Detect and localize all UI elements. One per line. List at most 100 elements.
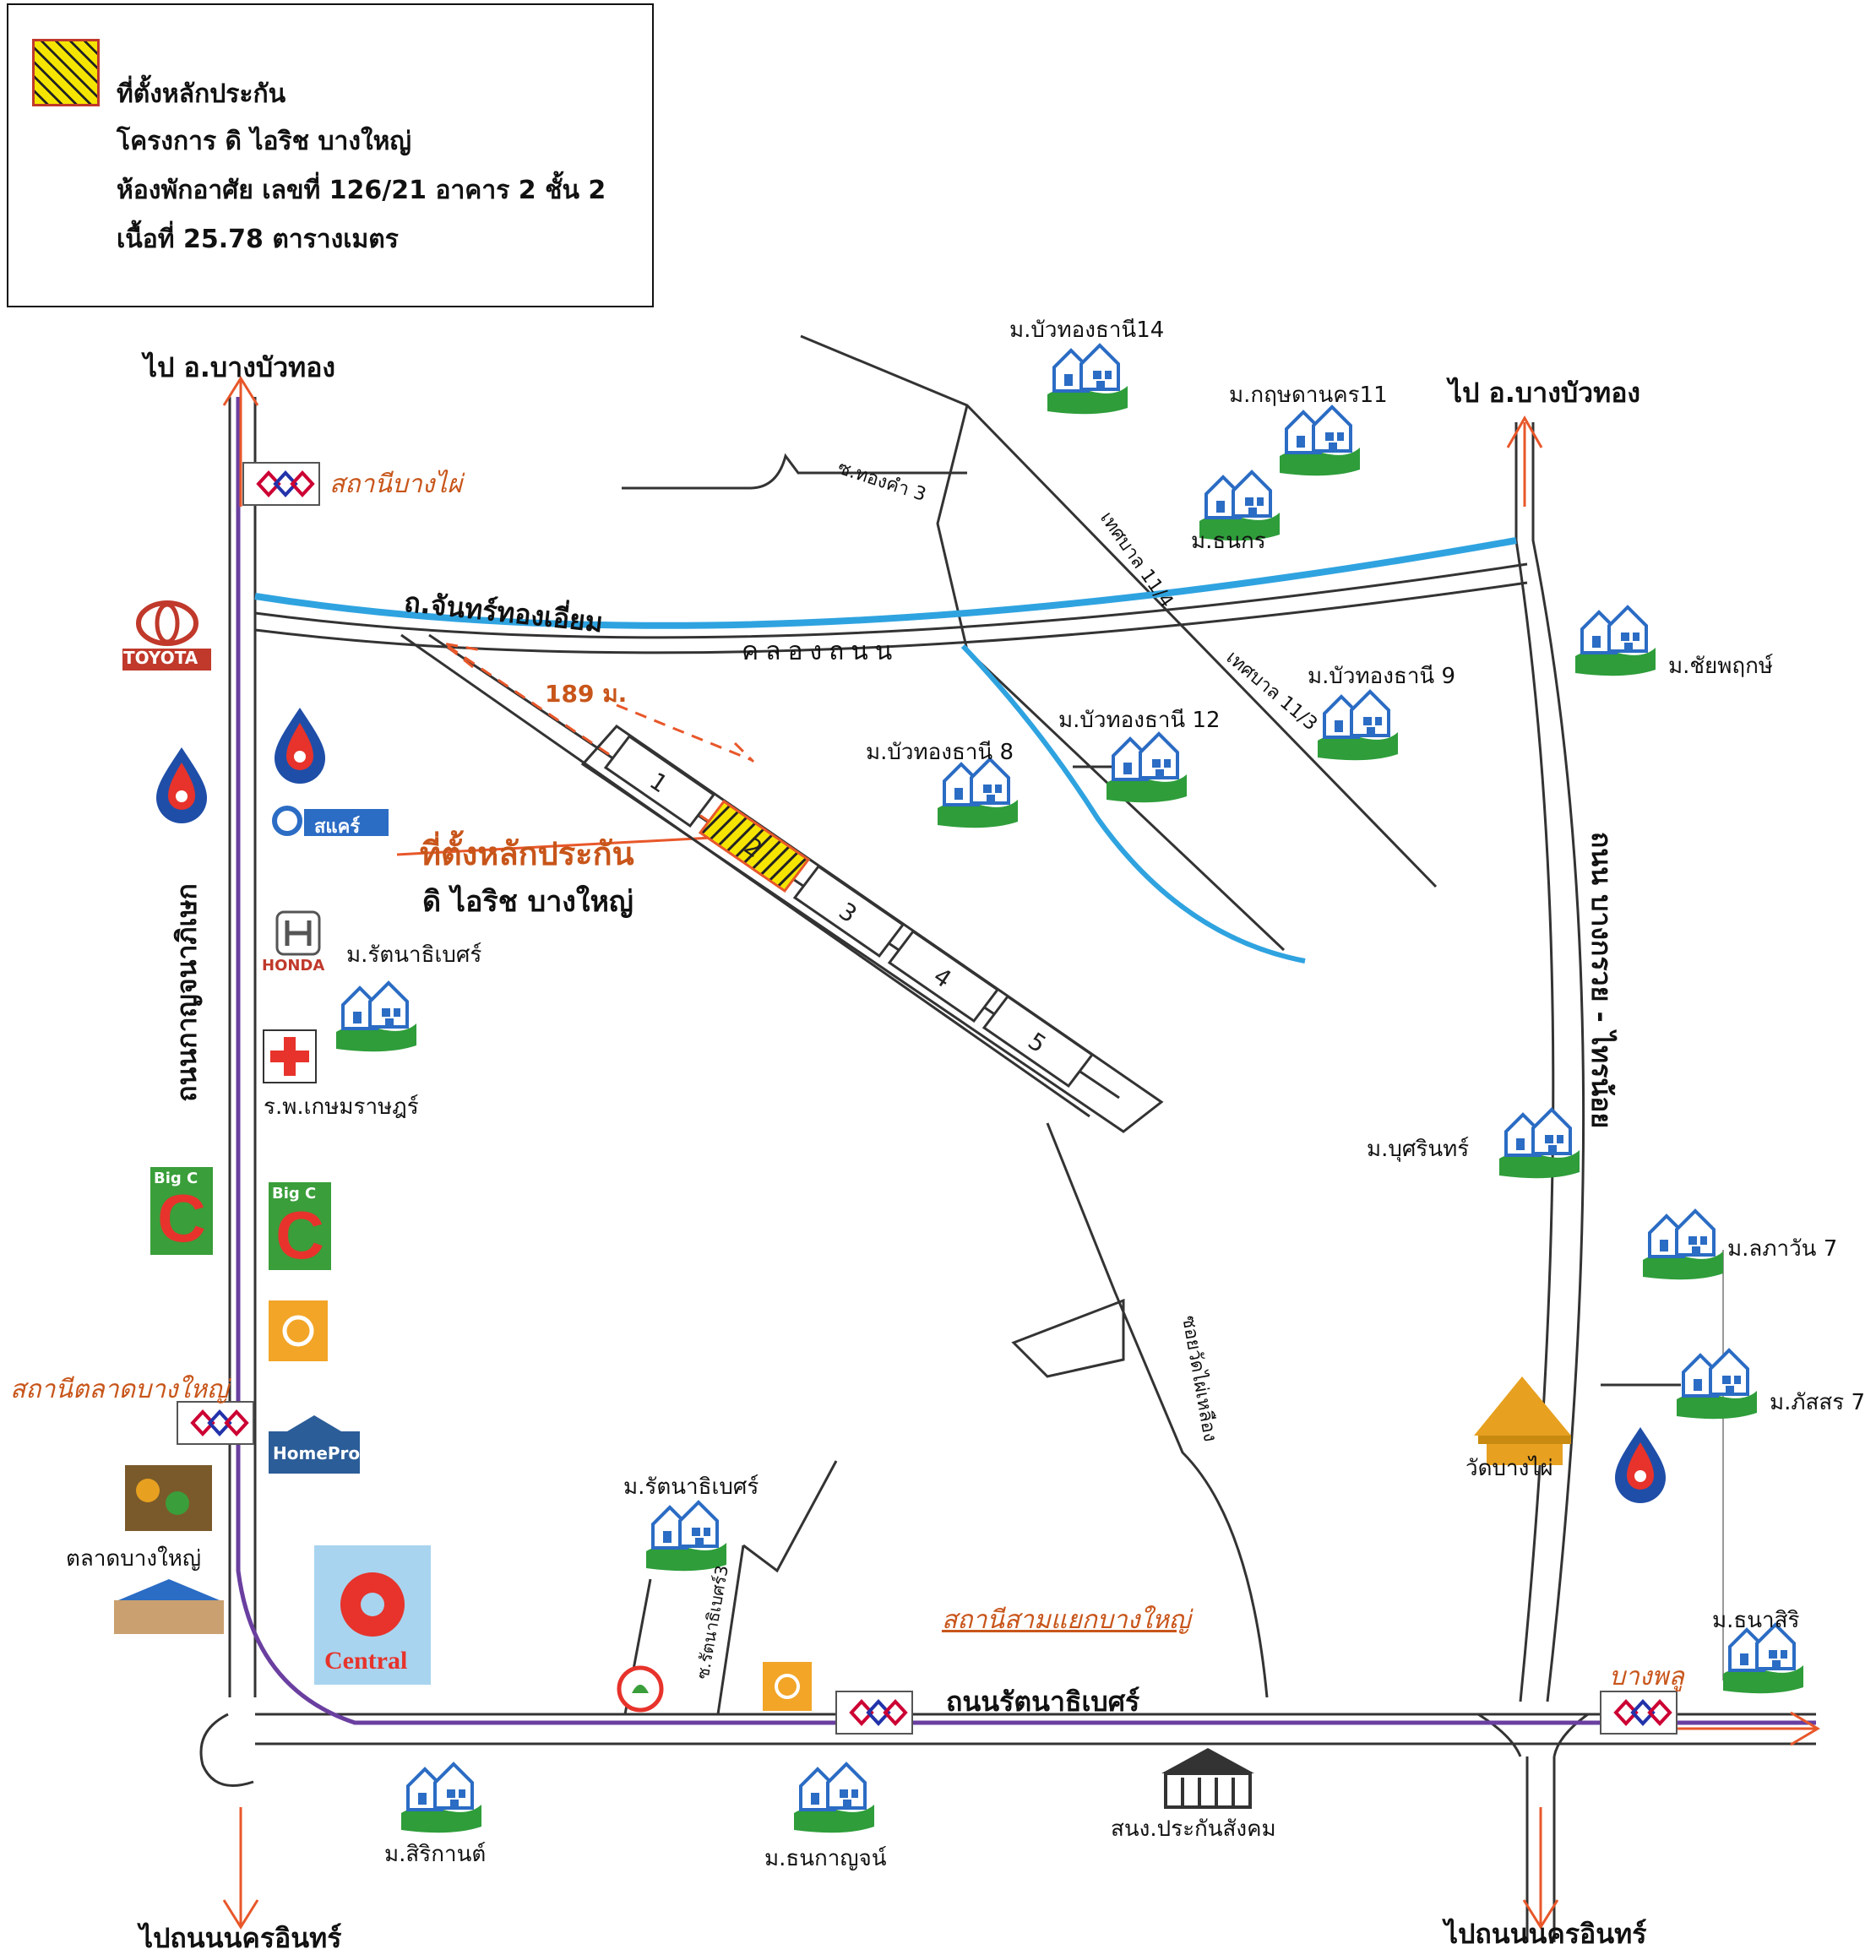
direction-bottom-left: ไปถนนนครอินทร์ [139, 1922, 342, 1954]
homepro-text: HomePro [273, 1443, 361, 1463]
leocare-logo [272, 806, 389, 836]
honda-logo [275, 910, 321, 956]
toyota-text: TOYOTA [123, 648, 198, 668]
legend-area: เนื้อที่ 25.78 ตารางเมตร [117, 225, 399, 254]
house-icon-phatsorn [1675, 1349, 1759, 1421]
svg-text:C: C [157, 1181, 206, 1256]
building-block-2 [698, 799, 811, 893]
station-bang-phlu-label: บางพลู [1609, 1662, 1684, 1691]
canal-branch [960, 643, 1306, 964]
place-rattanathibet-a: ม.รัตนาธิเบศร์ [346, 942, 482, 968]
direction-top-right: ไป อ.บางบัวทอง [1449, 377, 1641, 409]
house-icon-rattanathibet-b [644, 1501, 728, 1573]
legend-box: ที่ตั้งหลักประกัน โครงการ ดิ ไอริช บางให… [7, 3, 654, 307]
building-block-5 [982, 994, 1095, 1089]
place-sirikan: ม.สิริกานต์ [384, 1842, 487, 1867]
house-icon-buathong14 [1046, 344, 1129, 416]
place-wat-bang-phai: วัดบางไผ่ [1465, 1456, 1553, 1481]
canal [254, 537, 1517, 629]
place-buathong9: ม.บัวทองธานี 9 [1308, 664, 1456, 689]
station-sam-yaek-icon [835, 1690, 914, 1735]
legend-unit: ห้องพักอาศัย เลขที่ 126/21 อาคาร 2 ชั้น … [117, 176, 606, 205]
leocare-text: สแคร์ [314, 817, 361, 838]
svg-text:C: C [275, 1197, 324, 1273]
toyota-logo [122, 600, 211, 671]
arrow-north-left [222, 376, 259, 507]
place-chaiyaphruek: ม.ชัยพฤกษ์ [1668, 654, 1774, 679]
house-icon-thanakan [792, 1762, 876, 1835]
krungsri-logo-2 [763, 1662, 812, 1711]
homepro-logo [269, 1415, 360, 1474]
road-kanchanaphisek-label: ถนนกาญจนาภิเษก [170, 883, 203, 1102]
honda-text: HONDA [262, 957, 325, 975]
place-buathong12: ม.บัวทองธานี 12 [1058, 708, 1221, 733]
kasikorn-logo [617, 1665, 664, 1713]
site-project-label: ดิ ไอริช บางใหญ่ [422, 885, 633, 919]
krungsri-logo-1 [269, 1300, 328, 1361]
place-phatsorn: ม.ภัสสร 7 [1770, 1390, 1866, 1415]
place-buathong8: ม.บัวทองธานี 8 [866, 740, 1014, 765]
hospital-icon [263, 1029, 317, 1083]
road-bangkruai-label: ถนน บางกรวย - ไทรน้อย [1585, 831, 1618, 1129]
place-kritsada11: ม.กฤษดานคร11 [1229, 383, 1388, 408]
building-block-3 [792, 864, 905, 958]
place-thanasiri: ม.ธนาสิริ [1712, 1608, 1800, 1633]
road-rattanathibet-label: ถนนรัตนาธิเบศร์ [946, 1686, 1140, 1718]
house-icon-buathong8 [936, 757, 1020, 830]
station-talad-bang-yai-label: สถานีตลาดบางใหญ่ [10, 1375, 229, 1404]
place-thanakan: ม.ธนกาญจน์ [764, 1846, 887, 1871]
legend-title: ที่ตั้งหลักประกัน [117, 79, 286, 109]
direction-bottom-right: ไปถนนนครอินทร์ [1444, 1918, 1647, 1950]
bigc-text-1: Big C [154, 1170, 198, 1187]
central-logo [314, 1545, 431, 1685]
house-icon-rattanathibet-a [334, 981, 418, 1054]
ptt-icon-1 [156, 747, 207, 823]
place-buathong14: ม.บัวทองธานี14 [1009, 318, 1165, 343]
bigc-logo-2: C [269, 1182, 331, 1273]
arrow-south-right [1522, 1807, 1559, 1930]
market-icon [114, 1465, 224, 1634]
house-icon-busarin [1498, 1108, 1581, 1181]
distance-label: 189 ม. [545, 680, 628, 708]
ptt-icon-3 [1615, 1427, 1666, 1503]
station-bang-phlu-icon [1599, 1690, 1678, 1735]
bigc-text-2: Big C [272, 1185, 317, 1203]
house-icon-kritsada11 [1278, 405, 1362, 478]
site-label: ที่ตั้งหลักประกัน [420, 835, 634, 872]
place-lapawan: ม.ลภาวัน 7 [1727, 1236, 1838, 1262]
bangkruai-road-left [1514, 422, 1555, 1702]
place-thanakon: ม.ธนกร [1191, 529, 1266, 554]
central-text: Central [324, 1647, 408, 1675]
ptt-icon-2 [275, 708, 325, 784]
station-bang-phai-label: สถานีบางไผ่ [329, 470, 463, 499]
place-hospital: ร.พ.เกษมราษฎร์ [264, 1094, 419, 1120]
station-sam-yaek-label: สถานีสามแยกบางใหญ่ [942, 1605, 1191, 1635]
canal-label: คลองถนน [742, 637, 900, 666]
bangkruai-road-right [1531, 422, 1585, 1702]
arrow-north-right [1506, 415, 1543, 507]
place-talad-bang-yai: ตลาดบางใหญ่ [66, 1546, 202, 1572]
place-sso: สนง.ประกันสังคม [1111, 1816, 1276, 1842]
house-icon-buathong9 [1316, 690, 1400, 763]
temple-icon [1474, 1376, 1571, 1465]
social-security-icon [1161, 1748, 1254, 1809]
bigc-logo-1: C [150, 1167, 213, 1256]
direction-top-left: ไป อ.บางบัวทอง [144, 351, 336, 383]
chanthong-road-north [254, 562, 1528, 639]
building-block-1 [603, 734, 716, 828]
chanthong-road-south [254, 581, 1528, 654]
building-block-4 [887, 929, 1000, 1023]
house-icon-sirikan [400, 1762, 483, 1835]
place-busarin: ม.บุศรินทร์ [1367, 1137, 1470, 1162]
house-icon-lapawan [1641, 1209, 1725, 1282]
arrow-south-left [222, 1807, 259, 1930]
station-bang-phai-icon [242, 461, 321, 507]
rail-line [236, 397, 1816, 1725]
legend-project: โครงการ ดิ ไอริช บางใหญ่ [117, 127, 411, 156]
place-rattanathibet-b: ม.รัตนาธิเบศร์ [623, 1474, 759, 1500]
house-icon-buathong12 [1105, 732, 1188, 805]
site-hatch-swatch [32, 39, 100, 106]
house-icon-chaiyaphruek [1574, 605, 1657, 678]
